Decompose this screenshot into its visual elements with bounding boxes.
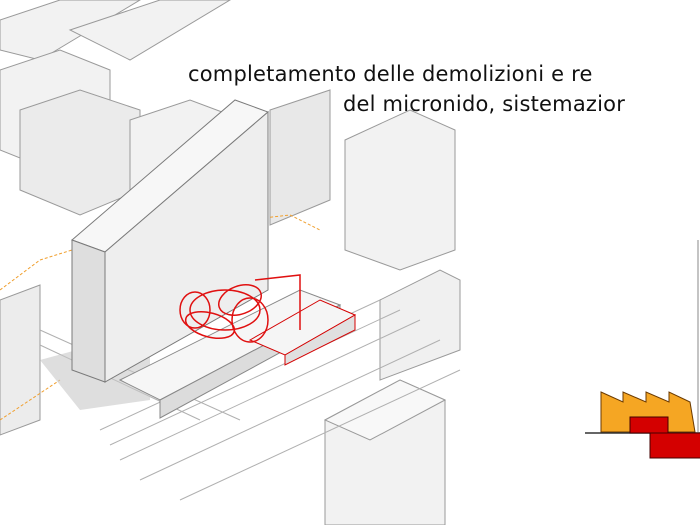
context-building: [0, 284, 41, 436]
factory-icon: [585, 240, 700, 459]
demolition-scribble-icon: [179, 274, 301, 343]
tall-slab-building: [71, 99, 269, 383]
context-building: [344, 109, 456, 271]
context-building: [323, 379, 447, 441]
caption-line-2: del micronido, sistemazior: [343, 92, 626, 116]
red-block: [649, 432, 700, 459]
context-building: [68, 0, 231, 61]
red-block: [629, 416, 669, 434]
low-building: [118, 289, 357, 419]
caption-line-1: completamento delle demolizioni e re: [188, 62, 593, 86]
site-outline: [0, 214, 321, 421]
context-building: [379, 269, 461, 381]
context-building: [19, 89, 141, 216]
context-building: [269, 89, 331, 226]
